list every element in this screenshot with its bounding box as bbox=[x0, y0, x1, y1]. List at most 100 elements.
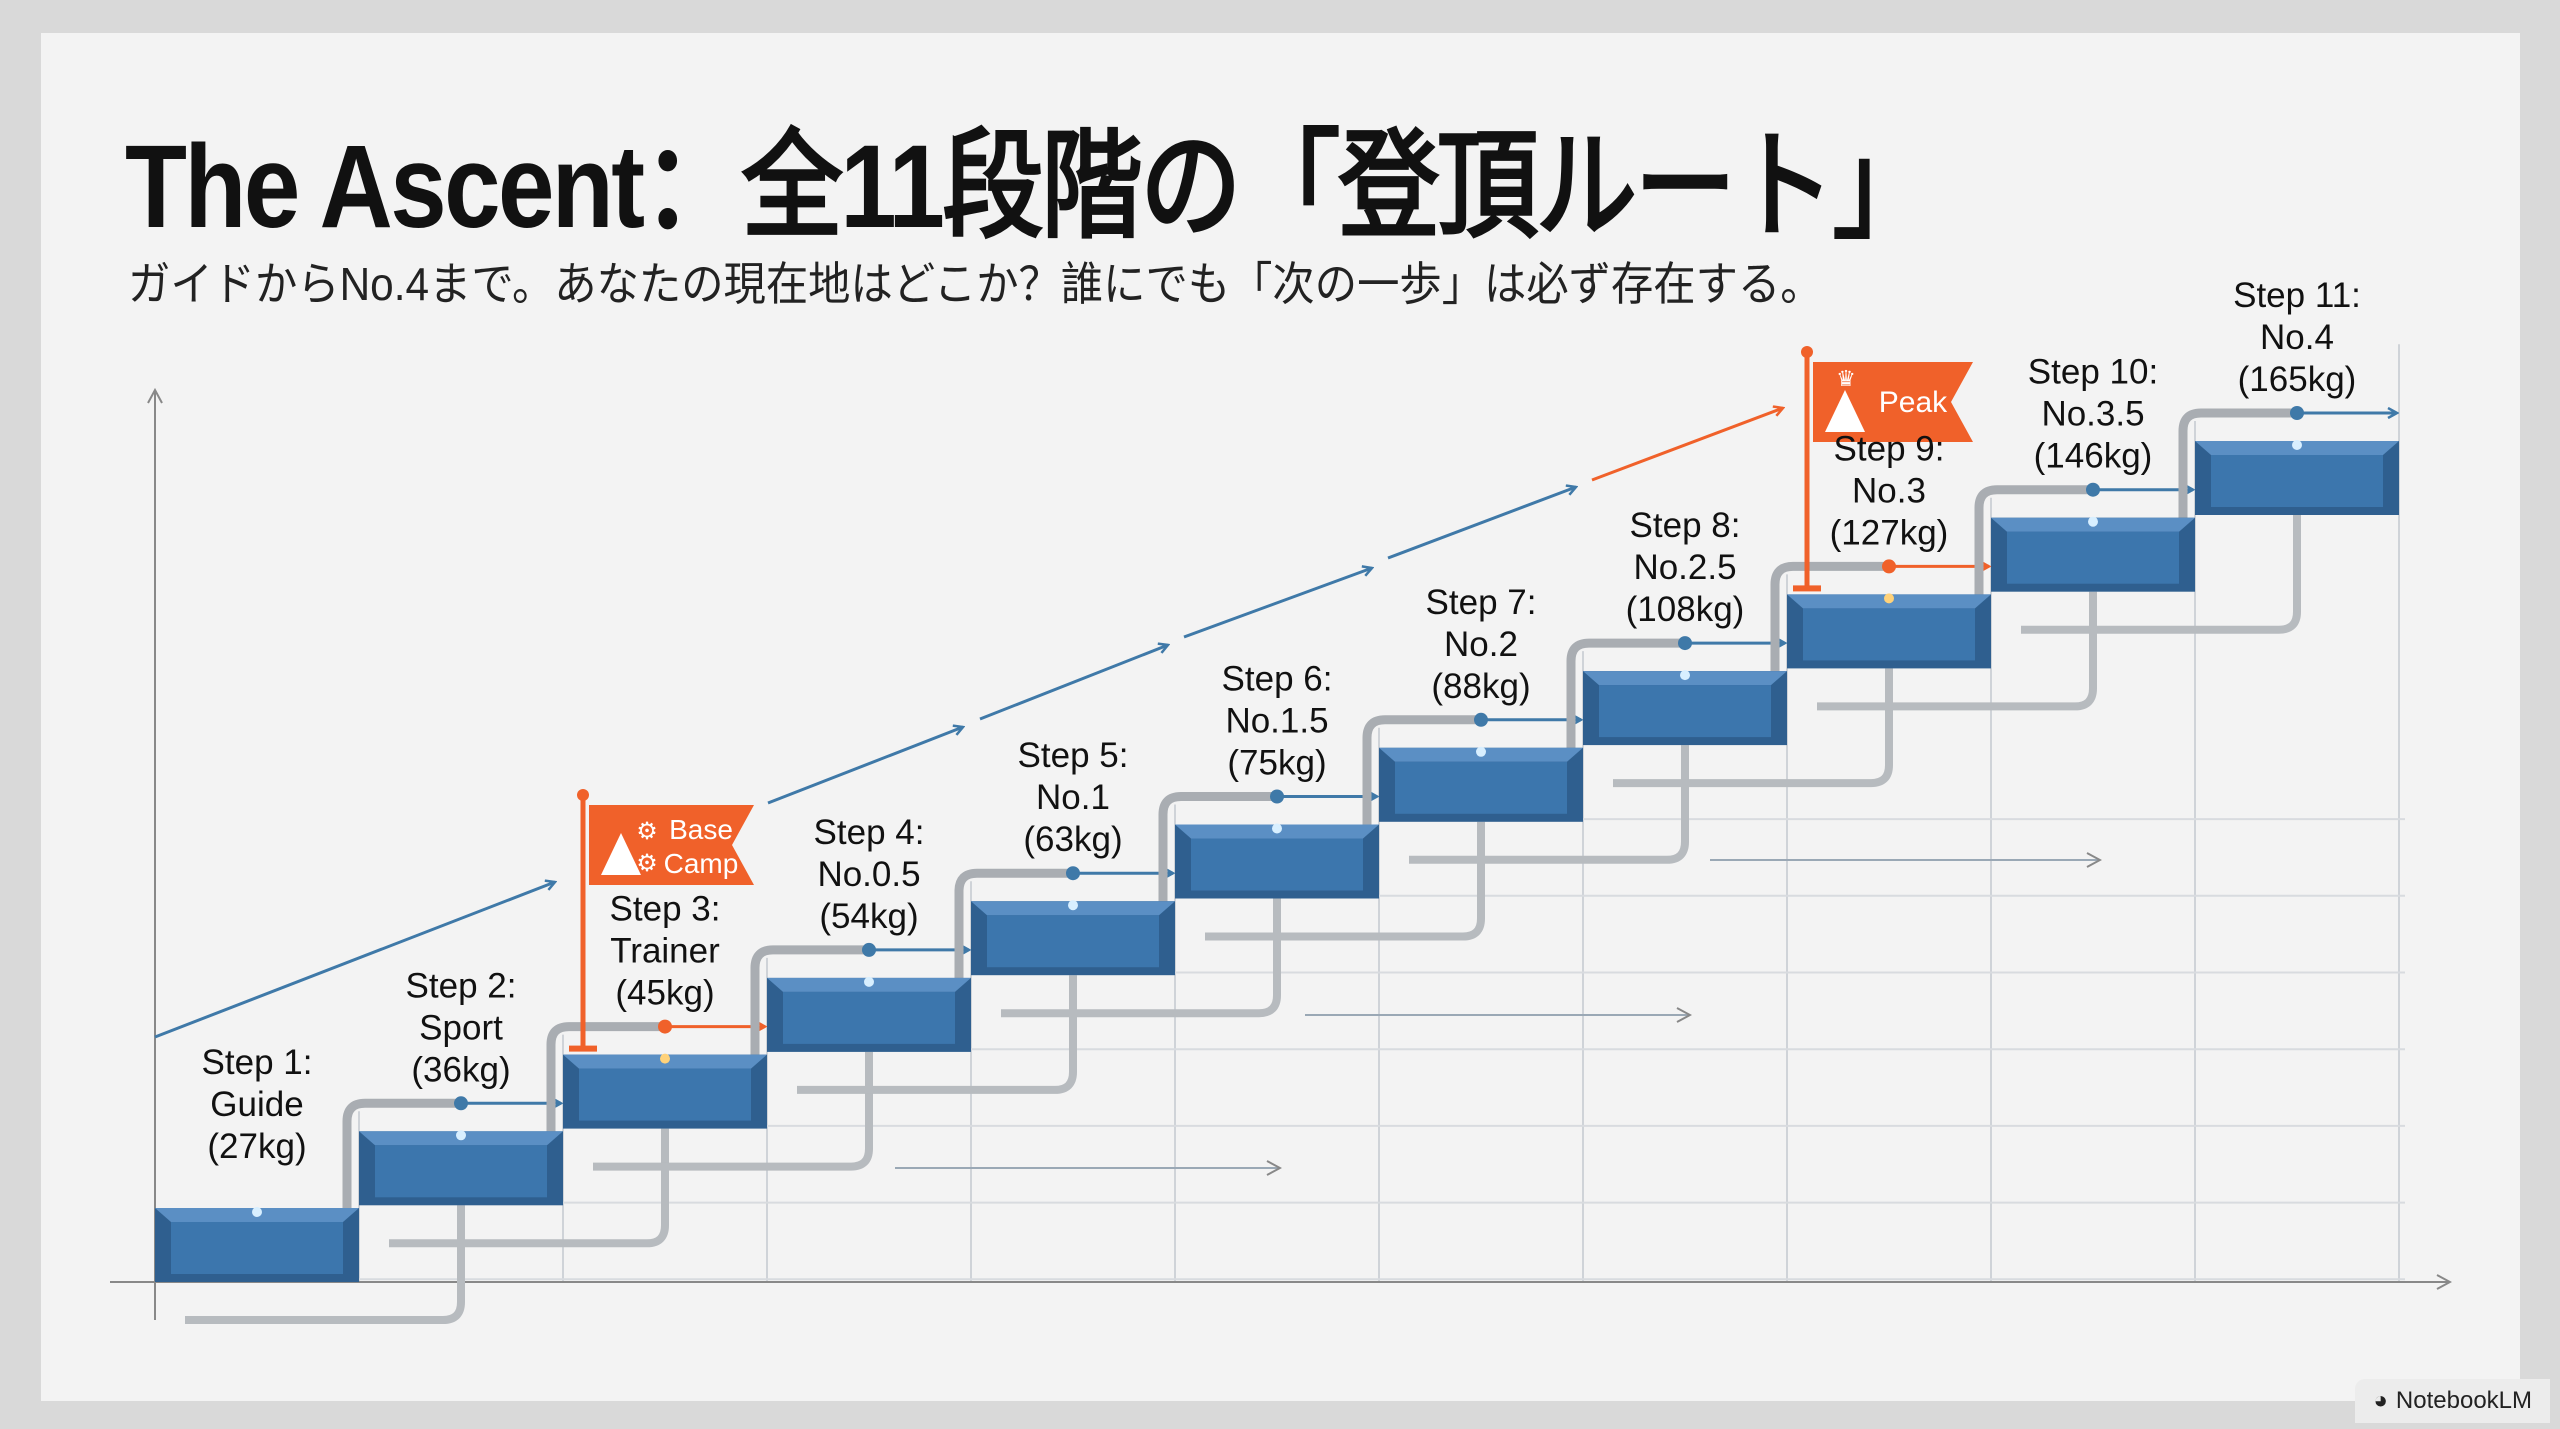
block-face bbox=[375, 1145, 547, 1198]
step-label-name: No.2 bbox=[1444, 625, 1518, 664]
block-light bbox=[1068, 900, 1078, 911]
crown-icon: ♛ bbox=[1836, 366, 1856, 391]
block-face bbox=[2211, 455, 2383, 507]
brand-label: NotebookLM bbox=[2395, 1387, 2532, 1414]
notebooklm-logo-icon: ◕ bbox=[2373, 1387, 2388, 1414]
block-light bbox=[252, 1207, 262, 1217]
step-label-step: Step 5: bbox=[1018, 736, 1129, 775]
step-block bbox=[1787, 593, 1991, 669]
step-label-weight: (165kg) bbox=[2238, 360, 2357, 399]
flag-pole-base bbox=[569, 1045, 597, 1052]
step-label-step: Step 9: bbox=[1834, 429, 1945, 468]
step-label-name: Trainer bbox=[610, 932, 720, 971]
block-light bbox=[864, 976, 874, 987]
trend-arrow bbox=[767, 727, 963, 805]
page-subtitle: ガイドからNo.4まで。あなたの現在地はどこか？誰にでも「次の一歩」は必ず存在す… bbox=[128, 258, 1823, 310]
block-light bbox=[1884, 593, 1894, 604]
block-light bbox=[456, 1130, 466, 1141]
flag-label-line1: Base bbox=[669, 814, 733, 845]
block-face bbox=[171, 1222, 343, 1274]
step-label-step: Step 6: bbox=[1222, 660, 1333, 699]
pipe bbox=[954, 868, 1078, 983]
flag-label-line2: Camp bbox=[664, 848, 739, 879]
block-light bbox=[2088, 516, 2098, 527]
return-pipe bbox=[389, 1128, 669, 1248]
step-label-step: Step 8: bbox=[1630, 506, 1741, 545]
return-pipe bbox=[1205, 821, 1485, 941]
step-block bbox=[1991, 516, 2195, 592]
return-pipe bbox=[797, 975, 1077, 1094]
return-pipe bbox=[185, 1205, 465, 1324]
step-label: Step 7:No.2(88kg) bbox=[1426, 583, 1537, 706]
pipe bbox=[342, 1098, 466, 1213]
return-pipe bbox=[1613, 668, 1893, 788]
step-block bbox=[359, 1130, 563, 1206]
step-label-step: Step 2: bbox=[406, 966, 517, 1005]
mountain-icon bbox=[1825, 390, 1865, 432]
step-label-weight: (54kg) bbox=[819, 897, 918, 936]
step-block bbox=[2195, 440, 2399, 515]
step-label: Step 5:No.1(63kg) bbox=[1018, 736, 1129, 859]
step-label-step: Step 7: bbox=[1426, 583, 1537, 622]
pipe bbox=[546, 1022, 670, 1136]
step-label-name: No.3 bbox=[1852, 471, 1926, 510]
step-block bbox=[971, 900, 1175, 976]
step-label-weight: (75kg) bbox=[1227, 744, 1326, 783]
pipe bbox=[1362, 715, 1486, 829]
step-label-weight: (63kg) bbox=[1023, 820, 1122, 859]
step-label-step: Step 4: bbox=[814, 813, 925, 852]
pipe bbox=[1158, 792, 1282, 906]
step-label-name: Sport bbox=[419, 1008, 503, 1047]
pipes bbox=[185, 406, 2397, 1324]
block-light bbox=[660, 1053, 670, 1064]
step-labels: Step 1:Guide(27kg)Step 2:Sport(36kg)Step… bbox=[202, 276, 2361, 1166]
mountain-icon bbox=[601, 833, 641, 875]
step-block bbox=[1379, 746, 1583, 822]
trend-arrow bbox=[154, 882, 555, 1039]
step-label-step: Step 3: bbox=[610, 890, 721, 929]
step-label: Step 9:No.3(127kg) bbox=[1830, 429, 1949, 552]
connector-dot bbox=[2086, 482, 2100, 497]
notebooklm-badge: ◕ NotebookLM bbox=[2355, 1379, 2550, 1423]
peak-flag: ♛ Peak bbox=[1793, 346, 1973, 592]
connector-dot bbox=[1270, 789, 1284, 804]
gear-icon: ⚙ bbox=[636, 850, 658, 877]
step-blocks bbox=[155, 440, 2399, 1282]
page-title: The Ascent：全11段階の「登頂ルート」 bbox=[125, 121, 1934, 253]
step-label-step: Step 10: bbox=[2028, 353, 2158, 392]
connector-dot bbox=[658, 1019, 672, 1034]
step-block bbox=[767, 976, 971, 1052]
step-label-weight: (108kg) bbox=[1626, 590, 1745, 629]
trend-arrow bbox=[1183, 568, 1372, 639]
return-pipe bbox=[1001, 898, 1281, 1018]
trend-arrow bbox=[1387, 487, 1576, 560]
return-pipe bbox=[1817, 591, 2097, 711]
step-label-name: Guide bbox=[210, 1085, 303, 1124]
step-label: Step 3:Trainer(45kg) bbox=[610, 890, 721, 1013]
flag-pole-base bbox=[1793, 585, 1821, 592]
return-pipe bbox=[1409, 745, 1689, 864]
trend-arrow bbox=[979, 645, 1168, 721]
step-label-weight: (146kg) bbox=[2034, 437, 2153, 476]
connector-dot bbox=[1066, 866, 1080, 881]
return-pipe bbox=[593, 1051, 873, 1171]
step-block bbox=[155, 1207, 359, 1282]
step-label-step: Step 1: bbox=[202, 1043, 313, 1082]
return-pipe bbox=[2021, 515, 2301, 634]
gear-icon: ⚙ bbox=[636, 818, 658, 845]
connector-dot bbox=[862, 942, 876, 957]
flag-label: Peak bbox=[1879, 386, 1948, 419]
block-face bbox=[783, 991, 955, 1044]
connector-dot bbox=[454, 1096, 468, 1111]
step-block bbox=[563, 1053, 767, 1129]
block-face bbox=[2007, 531, 2179, 584]
step-label-name: No.0.5 bbox=[817, 855, 920, 894]
step-label: Step 8:No.2.5(108kg) bbox=[1626, 506, 1745, 629]
pipe bbox=[1974, 485, 2098, 599]
block-face bbox=[579, 1068, 751, 1121]
pipe bbox=[2178, 408, 2302, 523]
trend-arrow-peak bbox=[1591, 408, 1783, 482]
step-label-name: No.1.5 bbox=[1225, 702, 1328, 741]
